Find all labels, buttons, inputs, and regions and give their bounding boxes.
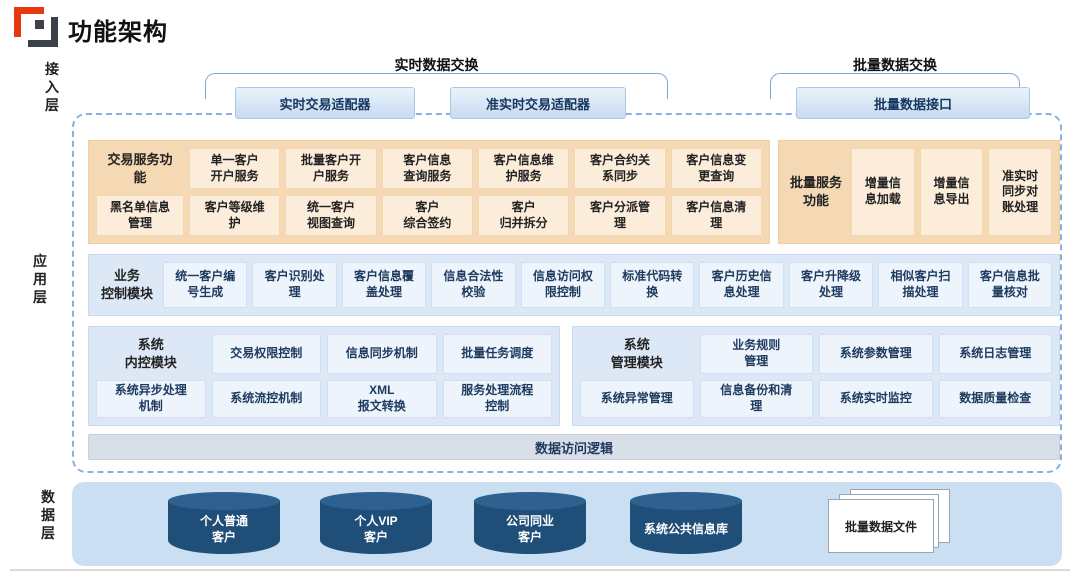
panel-batch-services: 批量服务 功能 增量信 息加载 增量信 息导出 准实时 同步对 账处理 [778,140,1060,244]
business-control-box: 统一客户编 号生成 [163,262,248,308]
txn-service-box: 客户 综合签约 [381,195,473,236]
internal-control-box: 交易权限控制 [211,334,321,374]
batch-data-files-stack: 批量数据文件 [822,489,954,555]
txn-service-box: 批量客户开 户服务 [285,148,377,189]
business-control-box: 客户信息覆 盖处理 [341,262,427,308]
cylinder-top [168,492,280,510]
business-control-box: 标准代码转 换 [610,262,695,308]
batch-service-box: 增量信 息导出 [919,148,984,236]
database-label: 个人VIP 客户 [354,513,398,544]
panel-business-control: 业务 控制模块 统一客户编 号生成 客户识别处 理 客户信息覆 盖处理 信息合法… [88,254,1060,316]
batch-data-files-label: 批量数据文件 [828,499,934,553]
database-personal-regular: 个人普通 客户 [168,492,280,554]
system-mgmt-box: 系统参数管理 [819,334,933,374]
txn-service-box: 单一客户 开户服务 [189,148,281,189]
data-access-logic-bar: 数据访问逻辑 [88,434,1060,460]
txn-service-box: 客户信息 查询服务 [381,148,473,189]
footer-divider [10,569,1070,571]
system-mgmt-box: 数据质量检查 [938,379,1052,418]
system-mgmt-box: 信息备份和清 理 [699,379,813,418]
database-system-public-info: 系统公共信息库 [630,492,742,554]
system-mgmt-box: 系统异常管理 [580,379,694,418]
cylinder-top [320,492,432,510]
business-control-box: 客户信息批 量核对 [967,262,1053,308]
cylinder-top [474,492,586,510]
business-control-box: 相似客户扫 描处理 [878,262,963,308]
layer-label-access: 接入层 [45,61,59,113]
database-personal-vip: 个人VIP 客户 [320,492,432,554]
realtime-exchange-brace [205,73,668,99]
logo-orange-bracket-icon [14,7,44,37]
panel-row: 交易服务功 能 单一客户 开户服务 批量客户开 户服务 客户信息 查询服务 客户… [96,148,762,189]
internal-control-box: 系统异步处理 机制 [96,379,206,418]
system-internal-control-label: 系统 内控模块 [124,337,177,370]
internal-control-box: XML 报文转换 [327,379,437,418]
page-title: 功能架构 [68,19,168,46]
adapter-realtime: 实时交易适配器 [235,87,415,119]
batch-service-box: 增量信 息加载 [851,148,915,236]
transaction-services-label: 交易服务功 能 [107,151,173,185]
database-label: 系统公共信息库 [643,521,728,536]
layer-label-application: 应用层 [33,253,47,305]
txn-service-box: 客户等级维 护 [189,195,281,236]
txn-service-box: 客户信息变 更查询 [670,148,762,189]
batch-services-label: 批量服务 功能 [789,175,842,208]
batch-exchange-label: 批量数据交换 [853,57,937,73]
adapter-batch-interface: 批量数据接口 [796,87,1030,119]
txn-service-box: 客户信息清 理 [670,195,762,236]
txn-service-box: 统一客户 视图查询 [285,195,377,236]
business-control-box: 客户历史信 息处理 [699,262,784,308]
database-corporate-interbank: 公司同业 客户 [474,492,586,554]
business-control-box: 信息访问权 限控制 [520,262,606,308]
app-logo [14,7,58,47]
panel-transaction-services: 交易服务功 能 单一客户 开户服务 批量客户开 户服务 客户信息 查询服务 客户… [88,140,770,244]
internal-control-box: 系统流控机制 [211,379,321,418]
txn-service-box: 客户合约关 系同步 [574,148,666,189]
database-label: 公司同业 客户 [505,513,554,544]
panel-system-internal-control: 系统 内控模块 交易权限控制 信息同步机制 批量任务调度 系统异步处理 机制 系… [88,326,560,426]
database-label: 个人普通 客户 [199,513,248,544]
logo-dark-bracket-icon [28,17,58,47]
txn-service-box: 黑名单信息 管理 [96,195,184,236]
panel-row: 黑名单信息 管理 客户等级维 护 统一客户 视图查询 客户 综合签约 客户 归并… [96,195,762,236]
system-mgmt-box: 业务规则 管理 [699,334,813,374]
internal-control-box: 服务处理流程 控制 [442,379,552,418]
business-control-box: 客户升降级 处理 [788,262,874,308]
logo-dot-icon [35,20,44,29]
business-control-box: 信息合法性 校验 [431,262,516,308]
batch-exchange-brace [770,73,1020,99]
panel-system-management: 系统 管理模块 业务规则 管理 系统参数管理 系统日志管理 系统异常管理 信息备… [572,326,1060,426]
system-mgmt-box: 系统实时监控 [819,379,933,418]
system-management-label: 系统 管理模块 [610,337,663,370]
business-control-box: 客户识别处 理 [252,262,337,308]
business-control-label: 业务 控制模块 [100,268,153,301]
realtime-exchange-label: 实时数据交换 [394,57,479,73]
txn-service-box: 客户 归并拆分 [477,195,570,236]
internal-control-box: 信息同步机制 [327,334,437,374]
batch-service-box: 准实时 同步对 账处理 [988,148,1053,236]
system-mgmt-box: 系统日志管理 [938,334,1052,374]
txn-service-box: 客户分派管 理 [574,195,666,236]
txn-service-box: 客户信息维 护服务 [477,148,570,189]
adapter-quasi-realtime: 准实时交易适配器 [450,87,626,119]
internal-control-box: 批量任务调度 [442,334,552,374]
cylinder-top [630,492,742,510]
layer-label-data: 数据层 [41,489,55,541]
